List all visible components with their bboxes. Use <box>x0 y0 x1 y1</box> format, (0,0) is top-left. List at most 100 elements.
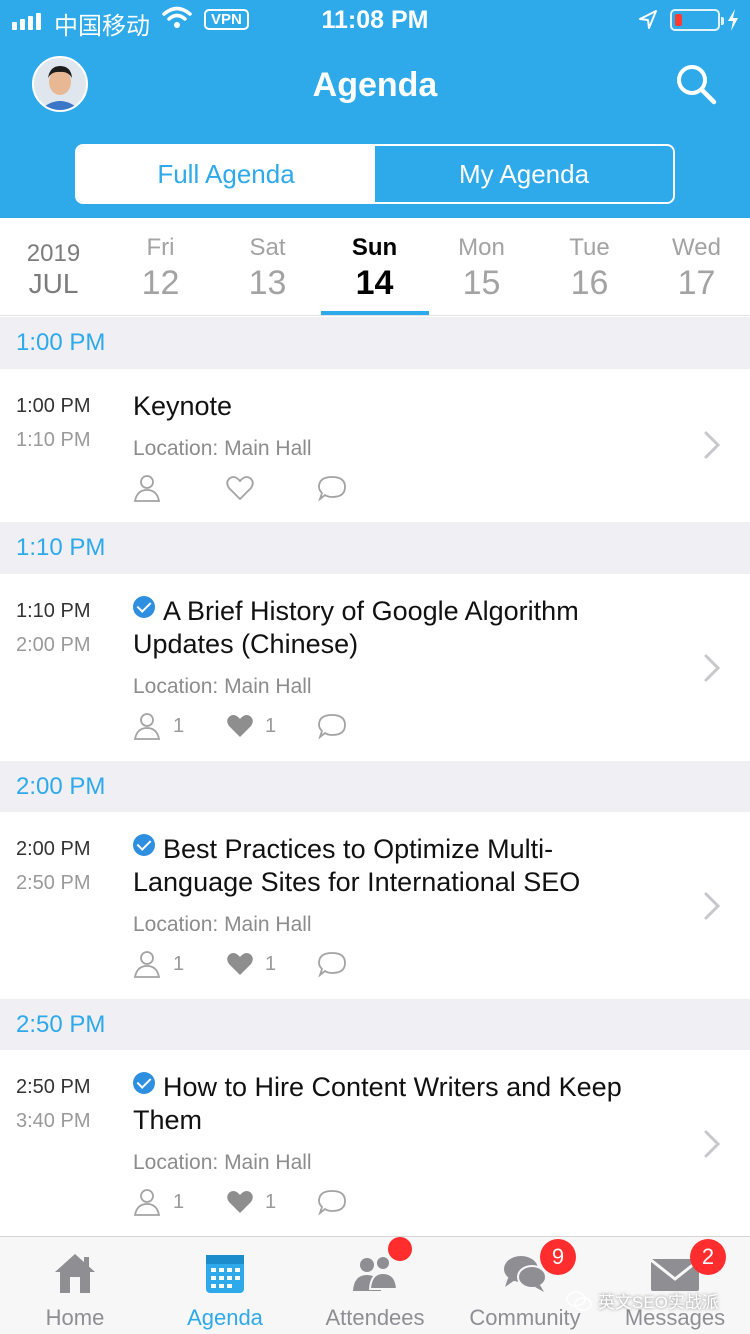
session-end-time: 2:00 PM <box>16 634 91 656</box>
session-start-time: 1:10 PM <box>16 600 91 622</box>
session-end-time: 2:50 PM <box>16 872 91 894</box>
time-section-header: 1:00 PM <box>0 317 750 369</box>
session-actions: 1 1 <box>133 1187 373 1217</box>
profile-avatar[interactable] <box>32 56 88 112</box>
comment-action[interactable] <box>317 711 347 741</box>
person-icon <box>133 475 161 502</box>
like-action[interactable]: 1 <box>225 711 276 741</box>
session-location: Location: Main Hall <box>133 913 312 936</box>
messages-badge: 2 <box>690 1239 726 1275</box>
date-item-fri[interactable]: Fri 12 <box>107 234 214 302</box>
day-number: 14 <box>355 264 394 302</box>
heart-filled-icon <box>227 715 253 737</box>
day-number: 12 <box>141 264 180 302</box>
watermark-text: 英文SEO实战派 <box>598 1293 719 1312</box>
status-time: 11:08 PM <box>321 6 429 34</box>
tab-messages[interactable]: 2 Messages <box>600 1237 750 1334</box>
session-title-text: Best Practices to Optimize Multi-Languag… <box>133 834 581 897</box>
comment-icon <box>318 714 346 740</box>
date-item-sun-selected[interactable]: Sun 14 <box>321 234 428 302</box>
time-section-header: 1:10 PM <box>0 522 750 574</box>
comment-icon <box>318 1190 346 1216</box>
heart-filled-icon <box>227 953 253 975</box>
tab-label: Attendees <box>325 1305 425 1330</box>
tab-full-agenda[interactable]: Full Agenda <box>77 146 375 202</box>
selected-day-indicator <box>321 311 429 315</box>
time-section-header: 2:50 PM <box>0 999 750 1051</box>
location-arrow-icon <box>639 10 657 29</box>
session-title: Best Practices to Optimize Multi-Languag… <box>133 833 653 899</box>
people-icon <box>353 1255 399 1291</box>
day-number: 17 <box>677 264 716 302</box>
charging-bolt-icon <box>728 9 738 31</box>
session-actions: 1 1 <box>133 711 373 741</box>
check-icon <box>133 1072 155 1094</box>
status-bar: 中国移动 VPN 11:08 PM <box>0 0 750 40</box>
carrier-name: 中国移动 <box>54 12 150 40</box>
tab-attendees[interactable]: Attendees <box>300 1237 450 1334</box>
day-name: Sat <box>249 234 286 261</box>
session-title: A Brief History of Google Algorithm Upda… <box>133 595 653 661</box>
session-actions <box>133 473 373 503</box>
attendee-action[interactable]: 1 <box>133 1187 184 1217</box>
person-icon <box>133 951 161 978</box>
battery-icon <box>670 9 724 31</box>
comment-action[interactable] <box>317 949 347 979</box>
session-row[interactable]: 2:00 PM 2:50 PM Best Practices to Optimi… <box>0 812 750 999</box>
day-number: 16 <box>570 264 609 302</box>
like-count: 1 <box>265 952 277 975</box>
check-icon <box>133 596 155 618</box>
date-item-sat[interactable]: Sat 13 <box>214 234 321 302</box>
session-row[interactable]: 2:50 PM 3:40 PM How to Hire Content Writ… <box>0 1050 750 1236</box>
date-item-tue[interactable]: Tue 16 <box>536 234 643 302</box>
search-icon[interactable] <box>674 62 718 106</box>
year-text: 2019 <box>26 240 81 267</box>
person-icon <box>133 1189 161 1216</box>
session-row[interactable]: 1:00 PM 1:10 PM Keynote Location: Main H… <box>0 369 750 522</box>
like-action[interactable]: 1 <box>225 1187 276 1217</box>
month-label: 2019 JUL <box>0 240 107 300</box>
wechat-icon <box>566 1290 592 1311</box>
vpn-badge: VPN <box>204 9 249 30</box>
attendee-action[interactable]: 1 <box>133 949 184 979</box>
attendee-action[interactable]: 1 <box>133 711 184 741</box>
date-selector: 2019 JUL Fri 12 Sat 13 Sun 14 Mon 15 Tue… <box>0 218 750 316</box>
tab-label: Messages <box>624 1305 726 1330</box>
attendee-count: 1 <box>173 714 185 737</box>
comment-action[interactable] <box>317 1187 347 1217</box>
bottom-tab-bar: Home Agenda Attendees 9 <box>0 1236 750 1334</box>
attendee-count: 1 <box>173 952 185 975</box>
session-start-time: 2:00 PM <box>16 838 91 860</box>
like-action[interactable] <box>225 473 265 503</box>
day-number: 13 <box>248 264 287 302</box>
like-count: 1 <box>265 714 277 737</box>
tab-community[interactable]: 9 Community <box>450 1237 600 1334</box>
session-title-text: Keynote <box>133 391 233 421</box>
person-icon <box>133 713 161 740</box>
comment-icon <box>318 476 346 502</box>
date-item-wed[interactable]: Wed 17 <box>643 234 750 302</box>
chevron-right-icon <box>704 431 721 459</box>
session-end-time: 3:40 PM <box>16 1110 91 1132</box>
tab-my-agenda[interactable]: My Agenda <box>458 158 590 189</box>
session-location: Location: Main Hall <box>133 1151 312 1174</box>
session-location: Location: Main Hall <box>133 437 312 460</box>
session-actions: 1 1 <box>133 949 373 979</box>
session-row[interactable]: 1:10 PM 2:00 PM A Brief History of Googl… <box>0 574 750 761</box>
attendee-action[interactable] <box>133 473 173 503</box>
like-action[interactable]: 1 <box>225 949 276 979</box>
signal-icon <box>12 10 41 30</box>
envelope-icon <box>650 1258 700 1291</box>
date-item-mon[interactable]: Mon 15 <box>428 234 535 302</box>
community-badge: 9 <box>540 1239 576 1275</box>
session-title-text: A Brief History of Google Algorithm Upda… <box>133 596 579 659</box>
tab-home[interactable]: Home <box>0 1237 150 1334</box>
home-icon <box>55 1254 95 1293</box>
session-location: Location: Main Hall <box>133 675 312 698</box>
tab-label: Agenda <box>187 1305 263 1330</box>
comment-icon <box>318 952 346 978</box>
tab-agenda[interactable]: Agenda <box>150 1237 300 1334</box>
wifi-icon <box>162 6 192 28</box>
heart-outline-icon <box>226 476 254 501</box>
comment-action[interactable] <box>317 473 347 503</box>
